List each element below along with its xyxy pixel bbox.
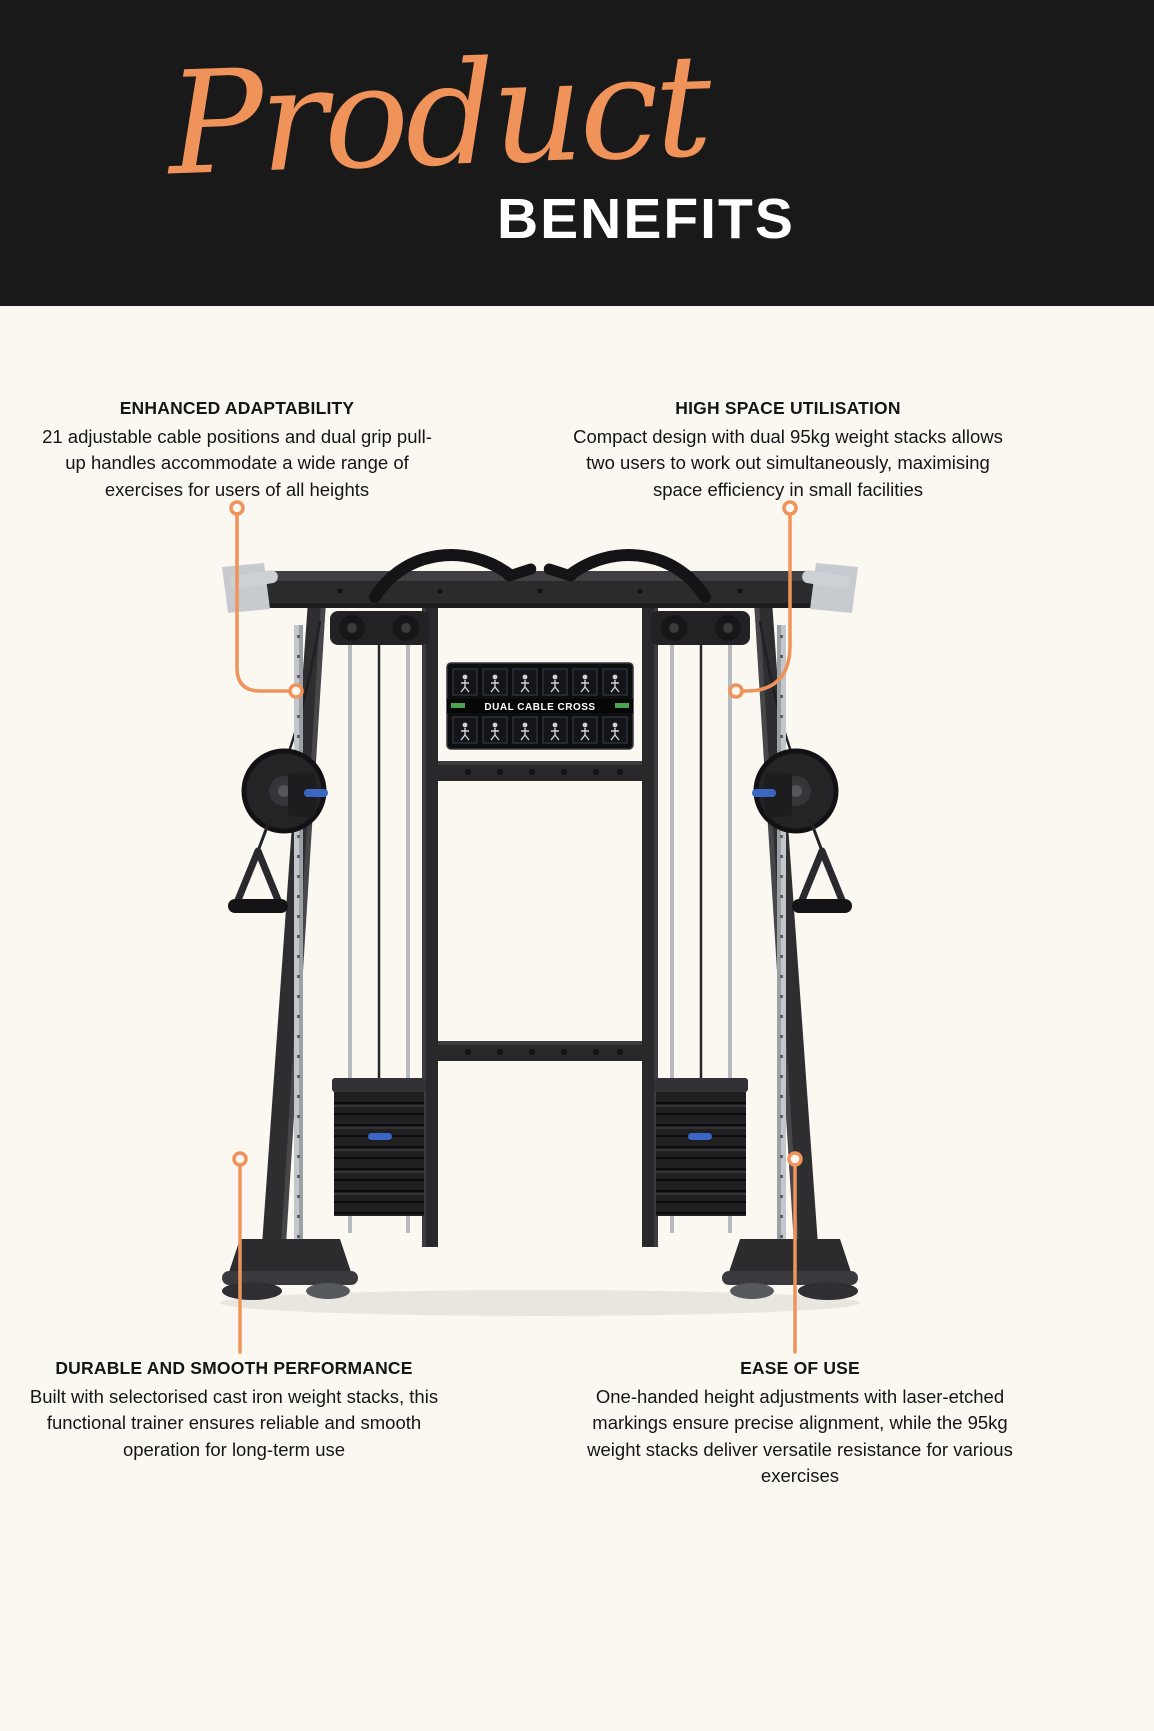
callout-title: DURABLE AND SMOOTH PERFORMANCE bbox=[55, 1358, 413, 1378]
callout-title: EASE OF USE bbox=[740, 1358, 860, 1378]
callout-dot-top-left-start bbox=[229, 500, 245, 516]
callout-body: 21 adjustable cable positions and dual g… bbox=[42, 426, 432, 500]
header-title-word: BENEFITS bbox=[497, 187, 795, 251]
callout-title: HIGH SPACE UTILISATION bbox=[675, 398, 901, 418]
placard-title-band bbox=[447, 699, 633, 713]
frame-crossbars bbox=[438, 761, 642, 1061]
callout-high-space-utilisation: HIGH SPACE UTILISATION Compact design wi… bbox=[566, 398, 1010, 503]
machine-right-tower bbox=[642, 601, 858, 1300]
callout-body: One-handed height adjustments with laser… bbox=[587, 1386, 1013, 1486]
placard-title: DUAL CABLE CROSS bbox=[484, 702, 595, 713]
exercise-placard: DUAL CABLE CROSS bbox=[446, 662, 634, 750]
callout-title: ENHANCED ADAPTABILITY bbox=[119, 398, 355, 418]
machine-illustration: DUAL CABLE CROSS bbox=[200, 549, 880, 1316]
beam-end-cap-left bbox=[222, 563, 270, 613]
callout-body: Compact design with dual 95kg weight sta… bbox=[573, 426, 1003, 500]
machine-shadow bbox=[220, 1290, 860, 1316]
callout-ease-of-use: EASE OF USE One-handed height adjustment… bbox=[583, 1358, 1017, 1489]
callout-enhanced-adaptability: ENHANCED ADAPTABILITY 21 adjustable cabl… bbox=[37, 398, 437, 503]
callout-dot-top-right-start bbox=[782, 500, 798, 516]
header-script-word: Product bbox=[165, 23, 711, 208]
pull-up-handles bbox=[230, 549, 850, 603]
machine-left-tower bbox=[222, 601, 438, 1300]
callout-durable-smooth-performance: DURABLE AND SMOOTH PERFORMANCE Built wit… bbox=[28, 1358, 440, 1463]
beam-end-cap-right bbox=[810, 563, 858, 613]
machine-top-beam bbox=[222, 563, 858, 613]
callout-body: Built with selectorised cast iron weight… bbox=[29, 1386, 439, 1460]
header-banner: Product BENEFITS bbox=[0, 0, 1154, 306]
